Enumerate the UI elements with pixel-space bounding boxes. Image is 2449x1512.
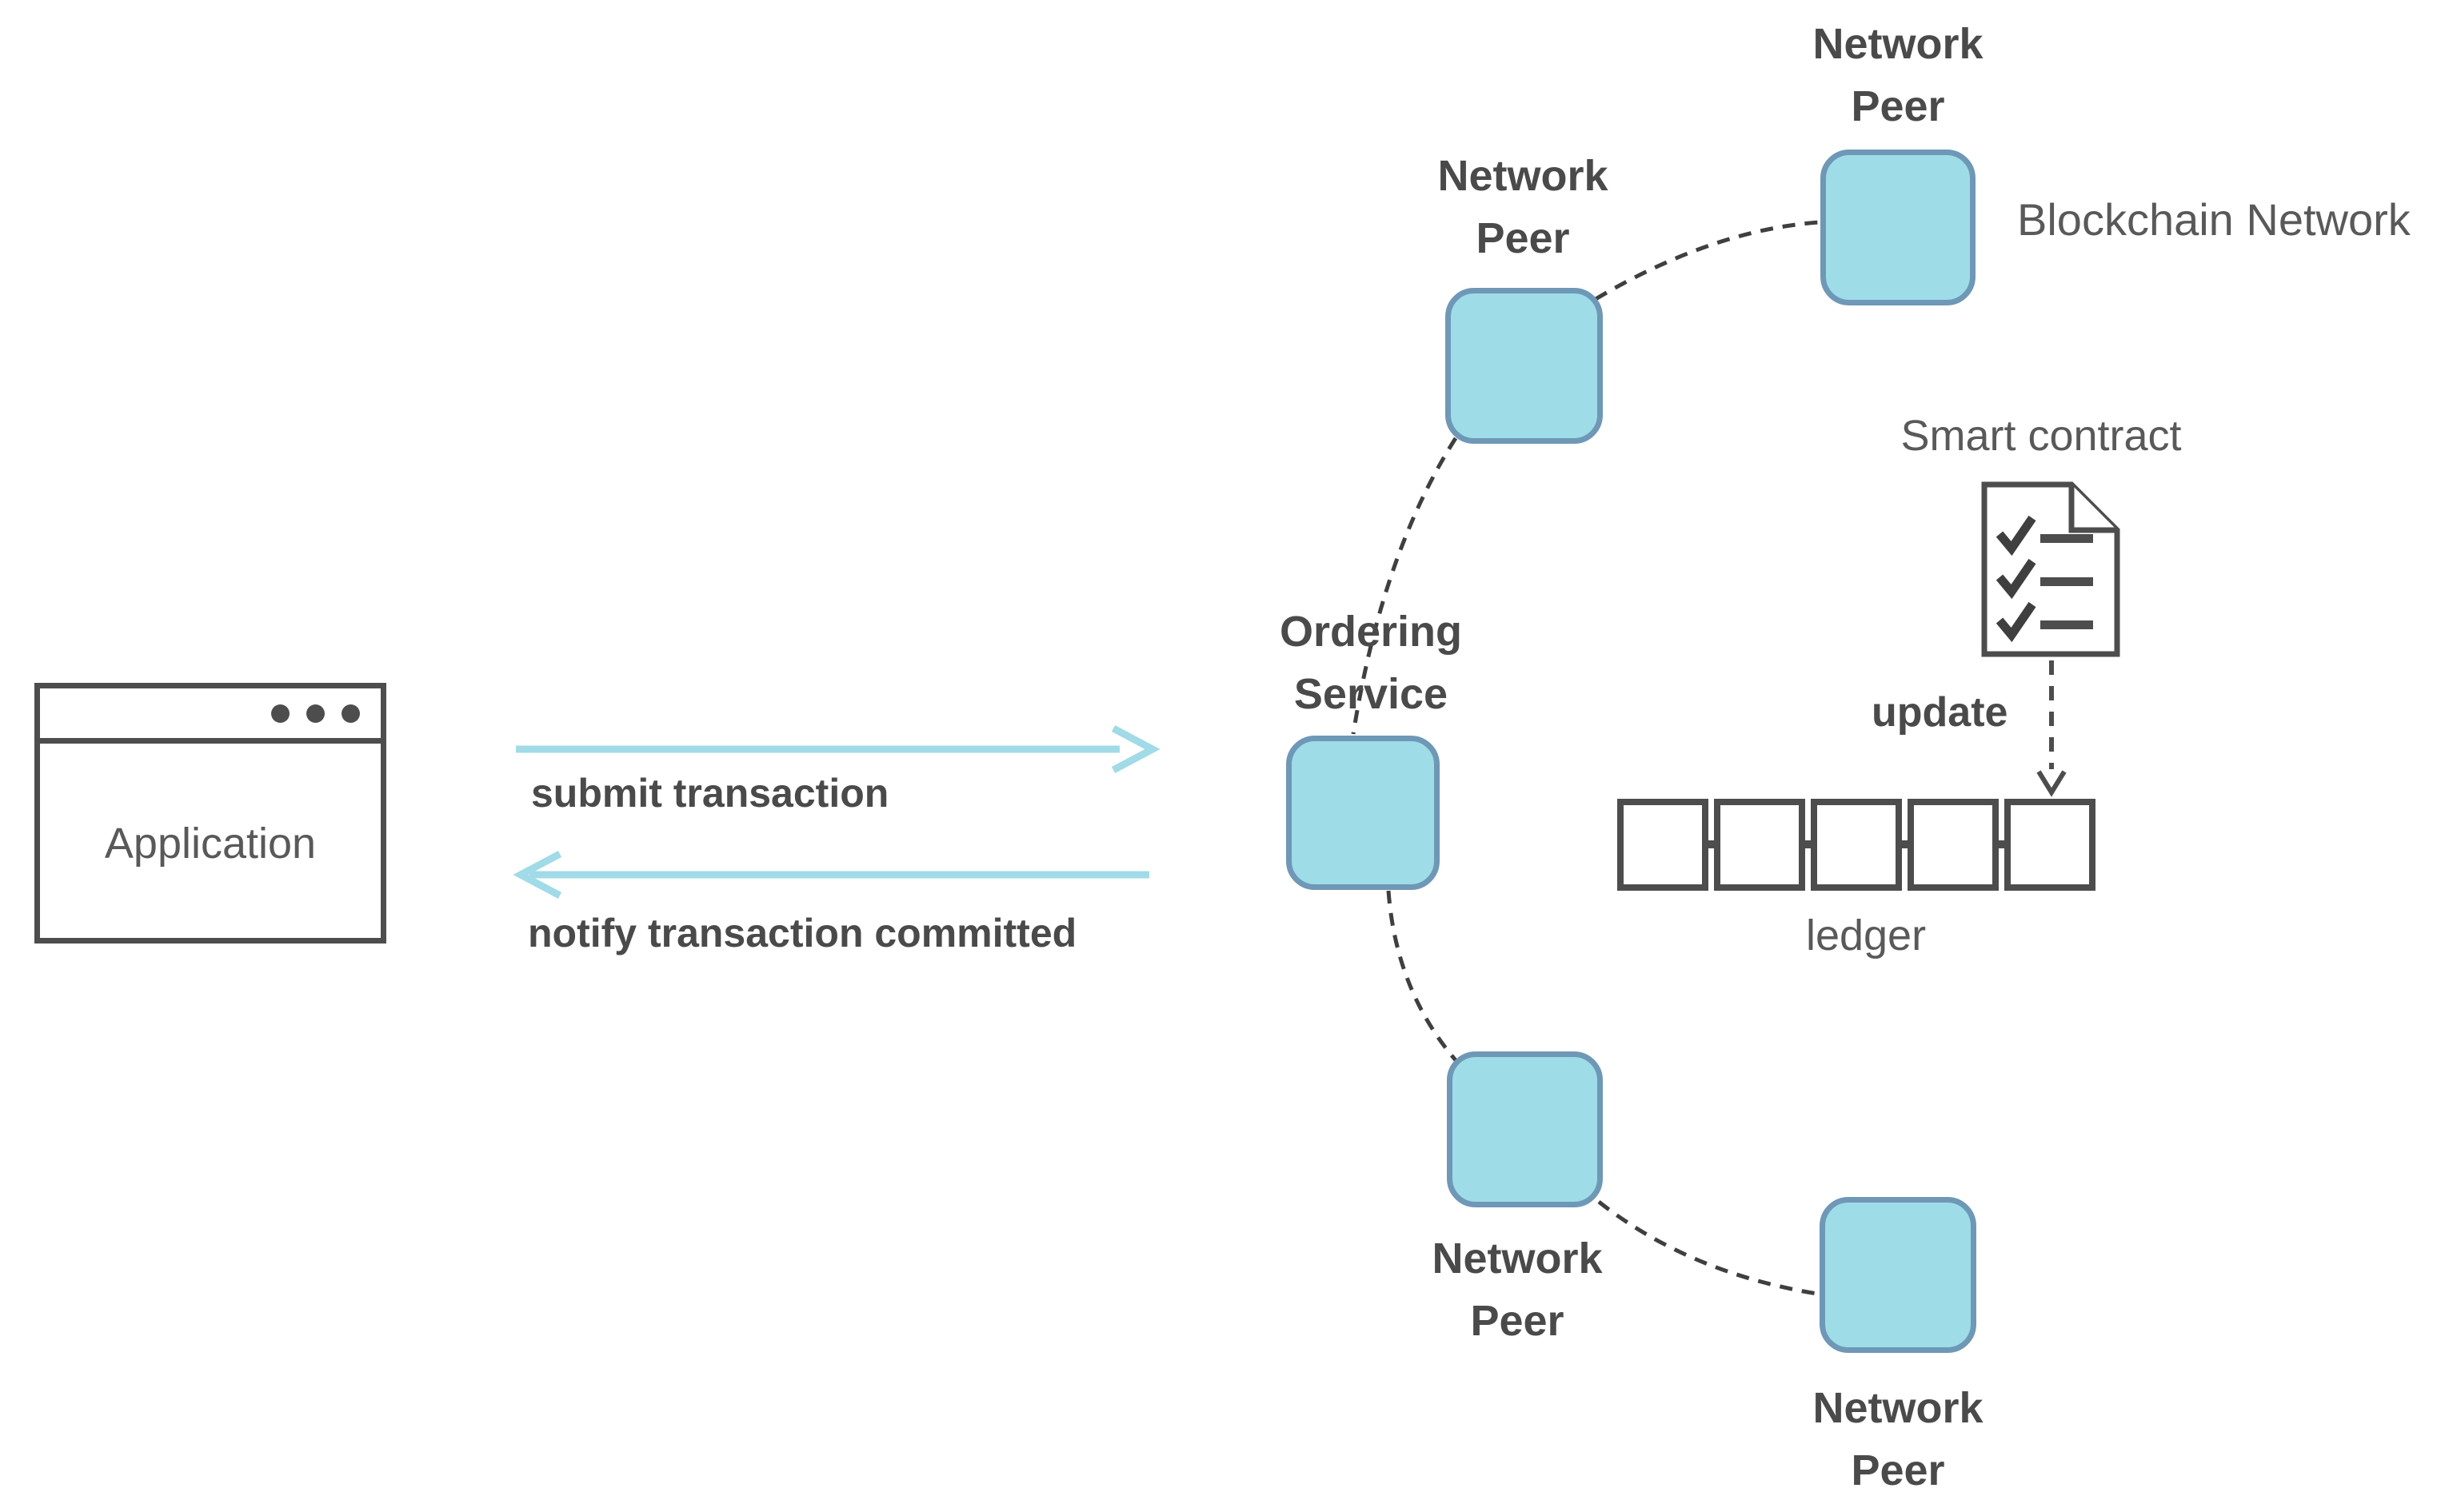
ledger-chain xyxy=(1617,799,2095,891)
application-window: Application xyxy=(34,683,386,944)
network-peer-label-lower: Network Peer xyxy=(1432,1235,1603,1345)
submit-transaction-label: submit transaction xyxy=(531,771,889,816)
blockchain-network-label: Blockchain Network xyxy=(2017,194,2411,245)
window-dot xyxy=(271,704,290,723)
checkmark-icon xyxy=(1996,601,2036,643)
ledger-link xyxy=(1896,840,1914,848)
ledger-link xyxy=(1992,840,2011,848)
window-dot xyxy=(306,704,325,723)
ledger-block xyxy=(1617,799,1708,891)
notify-transaction-label: notify transaction committed xyxy=(528,911,1077,955)
network-peer-node xyxy=(1820,1197,1976,1353)
checkmark-icon xyxy=(1996,558,2036,600)
peer-connection-arc xyxy=(1351,437,1458,735)
window-titlebar xyxy=(40,688,381,744)
ledger-block xyxy=(1908,799,1999,891)
peer-connection-arc xyxy=(1386,890,1457,1062)
document-text-line xyxy=(2040,534,2093,543)
smart-contract-label: Smart contract xyxy=(1900,412,2182,460)
document-fold xyxy=(2068,485,2117,533)
ledger-block xyxy=(1714,799,1805,891)
update-label: update xyxy=(1872,689,2008,736)
peer-connection-arc xyxy=(1594,220,1820,301)
network-peer-label-top: Network Peer xyxy=(1812,20,1984,130)
document-text-line xyxy=(2040,577,2093,586)
smart-contract-icon xyxy=(1981,481,2120,657)
checkmark-icon xyxy=(1996,515,2036,557)
ordering-service-node xyxy=(1286,736,1440,890)
notify-arrowhead xyxy=(513,851,562,899)
network-peer-label-bottom: Network Peer xyxy=(1812,1384,1984,1494)
network-peer-node xyxy=(1447,1051,1603,1207)
peer-connection-arc xyxy=(1597,1200,1818,1296)
network-peer-node xyxy=(1820,150,1976,305)
ledger-block xyxy=(1811,799,1902,891)
network-peer-label-upper: Network Peer xyxy=(1437,152,1608,262)
document-text-line xyxy=(2040,620,2093,629)
window-dot xyxy=(342,704,360,723)
ledger-link xyxy=(1702,840,1720,848)
application-label: Application xyxy=(104,820,317,868)
network-peer-node xyxy=(1445,288,1603,444)
window-body: Application xyxy=(40,744,381,944)
ledger-label: ledger xyxy=(1805,912,1927,959)
ledger-link xyxy=(1799,840,1817,848)
update-arrowhead xyxy=(2036,770,2067,797)
ordering-service-label: Ordering Service xyxy=(1279,608,1463,718)
submit-arrowhead xyxy=(1111,725,1161,773)
ledger-block xyxy=(2004,799,2095,891)
